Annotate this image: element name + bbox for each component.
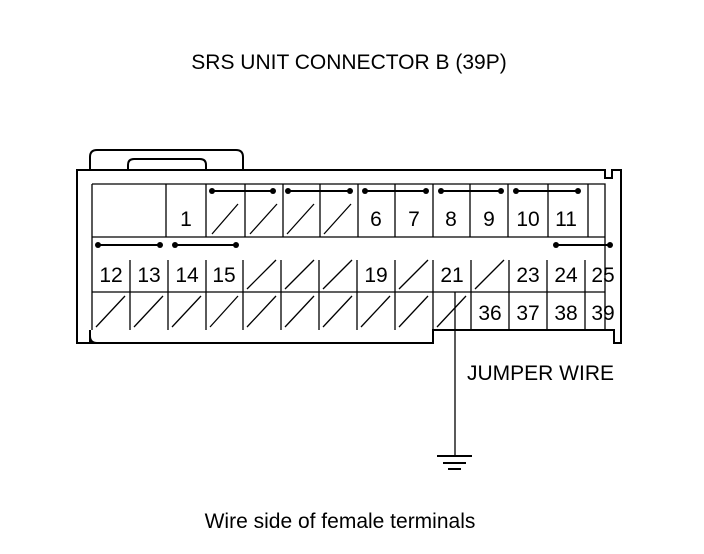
jumper-wire-label: JUMPER WIRE <box>467 362 614 385</box>
connector-housing <box>76 149 622 344</box>
pin-labels: 1 6 7 8 9 10 11 12 13 14 15 19 21 23 24 … <box>99 208 614 325</box>
pin-label: 1 <box>180 208 192 231</box>
pin-label: 24 <box>554 264 578 287</box>
pin-label: 25 <box>591 264 614 287</box>
diagram-title: SRS UNIT CONNECTOR B (39P) <box>191 51 506 74</box>
pin-label: 9 <box>483 208 495 231</box>
pin-label: 36 <box>478 302 501 325</box>
pin-label: 21 <box>440 264 463 287</box>
terminal-grid <box>92 184 605 330</box>
pin-label: 6 <box>370 208 382 231</box>
pin-label: 19 <box>364 264 387 287</box>
pin-label: 15 <box>212 264 235 287</box>
pin-label: 10 <box>516 208 539 231</box>
pin-label: 23 <box>516 264 539 287</box>
pin-label: 11 <box>555 208 577 231</box>
pin-label: 13 <box>137 264 160 287</box>
pin-label: 7 <box>408 208 420 231</box>
pin-label: 39 <box>591 302 614 325</box>
pin-label: 14 <box>175 264 199 287</box>
pin-label: 38 <box>554 302 577 325</box>
jumper-wire <box>437 292 472 470</box>
empty-cavity-hatches <box>95 203 505 328</box>
diagram-caption: Wire side of female terminals <box>205 510 476 533</box>
pin-label: 37 <box>516 302 539 325</box>
pin-label: 8 <box>445 208 457 231</box>
pin-label: 12 <box>99 264 122 287</box>
shorting-bars <box>95 188 613 248</box>
